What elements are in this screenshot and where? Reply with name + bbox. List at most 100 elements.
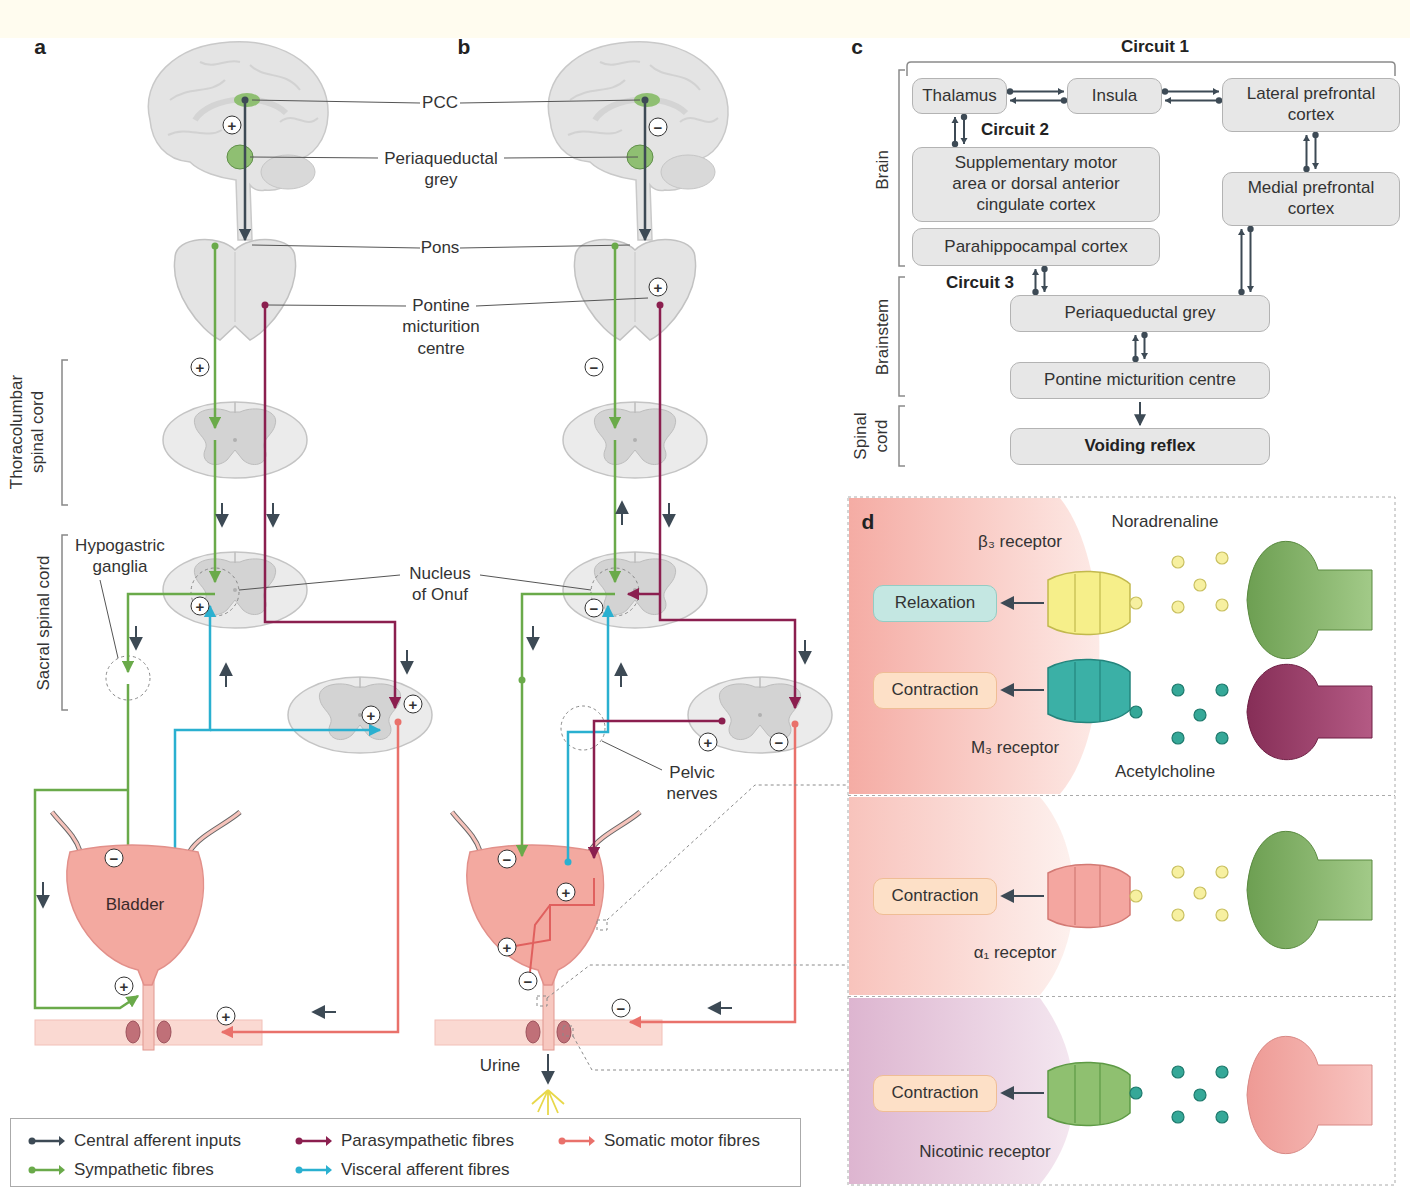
molecule — [1216, 684, 1228, 696]
effect-arrow — [1003, 689, 1044, 691]
panel-letter: a — [34, 34, 46, 60]
leader-line — [460, 100, 640, 103]
noradrenaline-molecules — [1130, 552, 1228, 921]
region-box: Insula — [1067, 78, 1162, 114]
leader-line — [476, 298, 648, 306]
pons-section — [174, 240, 295, 340]
receptor-label: M₃ receptor — [971, 737, 1059, 758]
connector-line — [1010, 100, 1064, 102]
receptor-label: β₃ receptor — [978, 531, 1062, 552]
connector-line — [1165, 100, 1219, 102]
receptor — [1048, 571, 1130, 634]
leader-line — [100, 580, 118, 658]
level-label: Brain — [872, 150, 893, 190]
panel-letter: c — [851, 34, 863, 60]
effect-arrow — [1003, 1092, 1044, 1094]
m3-receptor — [1048, 659, 1130, 722]
spinal-cord-section — [563, 402, 707, 478]
somatic-motor-fibre — [630, 724, 795, 1022]
bracket — [899, 70, 905, 266]
connector-dot — [1247, 226, 1253, 232]
muscle-region — [849, 998, 1074, 1184]
connector-head — [1058, 88, 1064, 95]
molecule — [1130, 890, 1142, 902]
region-label: Sacral spinal cord — [33, 555, 54, 690]
node-text: Voiding reflex — [1084, 436, 1195, 457]
sympathetic-fibre — [127, 684, 130, 856]
molecule — [1216, 909, 1228, 921]
direction-arrow — [532, 626, 534, 648]
sympathetic-terminal — [1247, 541, 1372, 658]
molecule — [1172, 1066, 1184, 1078]
spinal-cord-section — [163, 552, 307, 628]
legend-frame — [11, 1119, 801, 1187]
somatic-terminal — [1247, 1036, 1372, 1153]
fibres-a — [35, 100, 398, 1032]
muscle-region — [849, 498, 1099, 794]
sign: + — [649, 278, 668, 297]
connector — [1132, 332, 1148, 362]
sympathetic-fibre — [614, 246, 617, 428]
connector-head — [1312, 163, 1319, 169]
callout-square — [537, 996, 547, 1006]
sign: + — [191, 358, 210, 377]
direction-arrow — [272, 503, 274, 525]
effect-arrow — [1003, 602, 1044, 604]
connector-dot — [961, 114, 967, 120]
legend-dot — [296, 1167, 303, 1174]
connector-head — [1141, 353, 1148, 359]
connector-head — [1132, 335, 1139, 341]
direction-arrow — [221, 503, 223, 525]
molecule — [1172, 866, 1184, 878]
fibre-dot — [242, 97, 249, 104]
legend-item: Sympathetic fibres — [28, 1160, 214, 1180]
connector-head — [1303, 135, 1310, 141]
callout-line — [607, 785, 848, 920]
node-text: Contraction — [892, 886, 979, 907]
legend-text: Visceral afferent fibres — [341, 1160, 510, 1180]
panel-letter: b — [458, 34, 471, 60]
parasympathetic-fibre — [628, 593, 660, 596]
fibre-dot — [642, 97, 649, 104]
direction-arrow — [225, 665, 227, 687]
effect-arrow — [1003, 895, 1044, 897]
legend-line — [299, 1169, 328, 1172]
connector-head — [1165, 97, 1171, 104]
connector — [1032, 266, 1048, 295]
leader-line — [252, 100, 420, 103]
callout-square — [597, 920, 607, 930]
visceral-afferent — [568, 606, 608, 862]
leader-line — [250, 157, 378, 158]
leader-line — [480, 575, 591, 590]
central-afferent — [244, 100, 247, 240]
sign: + — [223, 116, 242, 135]
bladder-outline — [67, 845, 204, 985]
sign: + — [557, 883, 576, 902]
sign: + — [362, 706, 381, 725]
callout-lines — [537, 785, 848, 1070]
nicotinic-receptor — [1048, 1062, 1130, 1125]
legend-item: Central afferent inputs — [28, 1131, 241, 1151]
sign: + — [404, 695, 423, 714]
node-text: Contraction — [892, 680, 979, 701]
region-label: Thoracolumbar spinal cord — [6, 365, 49, 500]
molecule — [1194, 709, 1206, 721]
parasympathetic-fibre — [660, 305, 795, 708]
sign: − — [585, 358, 604, 377]
node-text: Parahippocampal cortex — [944, 237, 1127, 258]
molecule — [1216, 1066, 1228, 1078]
urine-stream — [532, 1090, 564, 1115]
connector-head — [1041, 286, 1048, 292]
sign: − — [519, 972, 538, 991]
connector-head — [1238, 229, 1245, 235]
molecule — [1216, 866, 1228, 878]
brackets-c — [899, 62, 1395, 466]
connector — [1140, 402, 1141, 425]
connector-dot — [1312, 132, 1318, 138]
legend-text: Parasympathetic fibres — [341, 1131, 514, 1151]
circuit-label: Circuit 2 — [981, 119, 1049, 140]
sign: − — [612, 999, 631, 1018]
bracket — [907, 62, 1395, 76]
fibre-dot — [792, 721, 799, 728]
node-text: Bladder — [106, 895, 165, 916]
